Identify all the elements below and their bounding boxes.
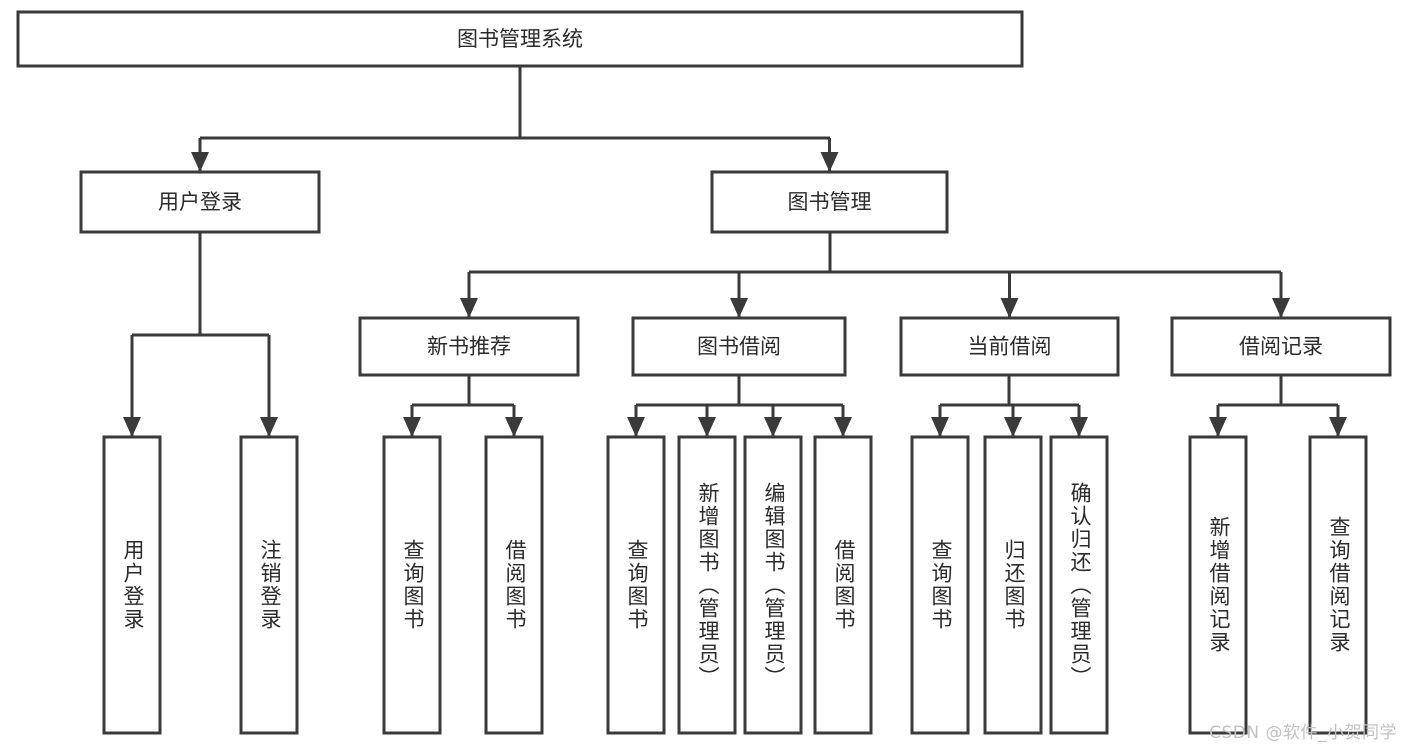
node-box-root[interactable]: [16, 10, 1024, 68]
node-label-root: 图书管理系统: [457, 27, 583, 51]
arrow-head-icon-root-bus-0: [191, 152, 209, 172]
node-label-level3-0: 新书推荐: [427, 335, 511, 359]
arrow-head-icon-record-bus-0: [1209, 417, 1227, 437]
node-label-level2-0: 用户登录: [158, 190, 242, 214]
node-label-level3-3: 借阅记录: [1239, 335, 1323, 359]
arrow-head-icon-current-bus-2: [1070, 417, 1088, 437]
node-label-level3-1: 图书借阅: [697, 335, 781, 359]
arrow-head-icon-borrow-bus-3: [834, 417, 852, 437]
arrow-head-icon-borrow-bus-0: [627, 417, 645, 437]
node-box-level2-0[interactable]: [79, 170, 321, 234]
node-box-leaf-1[interactable]: [239, 435, 299, 735]
arrow-head-icon-login-bus-1: [260, 417, 278, 437]
node-box-level3-2[interactable]: [899, 316, 1120, 377]
node-box-leaf-6[interactable]: [743, 435, 803, 735]
arrow-head-icon-manage-bus-1: [730, 298, 748, 318]
arrow-head-icon-borrow-bus-2: [764, 417, 782, 437]
arrow-head-icon-borrow-bus-1: [698, 417, 716, 437]
arrow-head-icon-current-bus-0: [931, 417, 949, 437]
arrow-head-icon-record-bus-1: [1329, 417, 1347, 437]
node-label-level3-2: 当前借阅: [968, 335, 1052, 359]
node-box-leaf-3[interactable]: [484, 435, 544, 735]
node-box-leaf-8[interactable]: [910, 435, 970, 735]
node-box-leaf-12[interactable]: [1308, 435, 1368, 735]
node-box-leaf-2[interactable]: [382, 435, 442, 735]
arrow-head-icon-login-bus-0: [123, 417, 141, 437]
node-box-leaf-4[interactable]: [606, 435, 666, 735]
node-label-level2-1: 图书管理: [788, 190, 872, 214]
arrow-head-icon-newbook-bus-0: [403, 417, 421, 437]
node-box-leaf-7[interactable]: [813, 435, 873, 735]
arrow-head-icon-newbook-bus-1: [505, 417, 523, 437]
node-box-leaf-10[interactable]: [1049, 435, 1109, 735]
node-box-level2-1[interactable]: [710, 170, 949, 234]
arrow-head-icon-manage-bus-3: [1272, 298, 1290, 318]
node-box-level3-0[interactable]: [358, 316, 580, 377]
connectors-layer: [123, 66, 1347, 437]
node-box-leaf-9[interactable]: [983, 435, 1043, 735]
node-box-leaf-5[interactable]: [677, 435, 737, 735]
arrow-head-icon-manage-bus-0: [460, 298, 478, 318]
arrow-head-icon-manage-bus-2: [1000, 298, 1019, 318]
node-box-leaf-11[interactable]: [1188, 435, 1248, 735]
boxes-layer: [16, 10, 1392, 735]
node-box-level3-1[interactable]: [631, 316, 847, 377]
watermark-text: CSDN @软件_小贺同学: [1209, 723, 1397, 743]
node-box-leaf-0[interactable]: [102, 435, 162, 735]
arrow-head-icon-current-bus-1: [1004, 417, 1022, 437]
arrow-head-icon-root-bus-1: [820, 152, 839, 172]
node-box-level3-3[interactable]: [1170, 316, 1392, 377]
